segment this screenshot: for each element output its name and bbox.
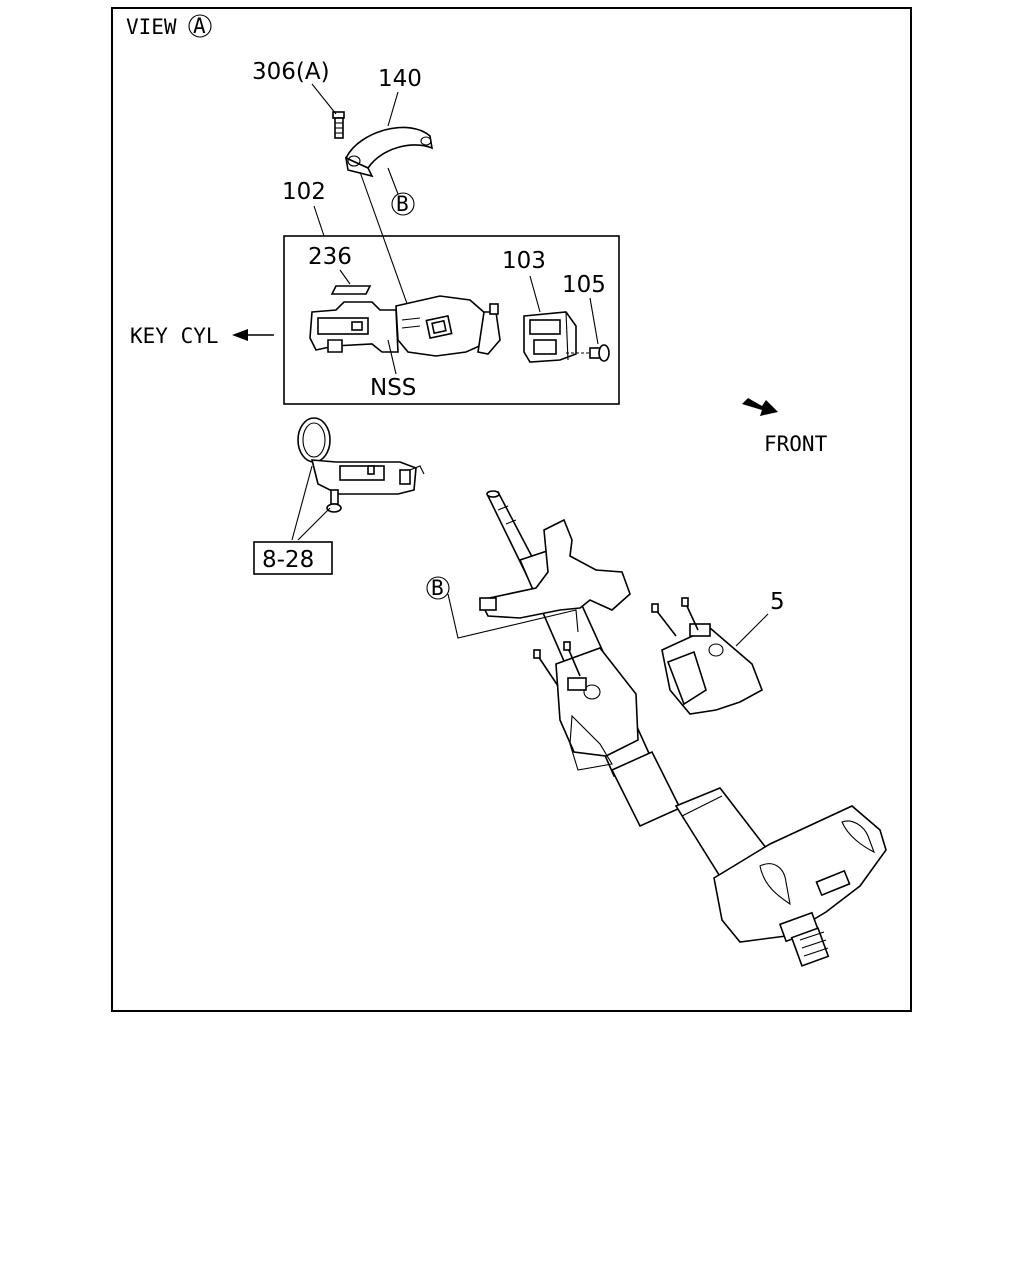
front-label: FRONT	[764, 432, 828, 456]
callout-306: 306(A)	[252, 59, 330, 85]
key-cylinder-assembly	[309, 295, 501, 357]
marker-b-column: B	[426, 576, 450, 600]
switch-103	[523, 311, 577, 363]
callout-103: 103	[502, 248, 546, 274]
clamp-140	[344, 126, 434, 178]
callout-box-8-28	[253, 541, 333, 575]
svg-text:B: B	[431, 576, 444, 600]
immobilizer-ring	[297, 417, 425, 495]
svg-text:B: B	[396, 192, 409, 216]
callout-5: 5	[770, 589, 785, 615]
svg-text:A: A	[193, 14, 206, 38]
steering-column-5	[478, 490, 887, 967]
callout-105: 105	[562, 272, 606, 298]
callout-140: 140	[378, 66, 422, 92]
callout-nss: NSS	[370, 375, 416, 401]
screw-105	[566, 344, 610, 362]
marker-b-top: B	[391, 192, 415, 216]
bolt-306	[332, 111, 345, 139]
assembly-box-102	[283, 235, 620, 405]
front-arrow-icon	[742, 398, 778, 416]
callout-102: 102	[282, 179, 326, 205]
diagram-frame	[111, 7, 912, 1012]
screw-8-28	[326, 489, 342, 513]
key-cyl-arrow	[232, 329, 274, 341]
callout-236: 236	[308, 244, 352, 270]
view-title: VIEW	[126, 15, 177, 39]
plate-236	[330, 285, 372, 295]
view-marker: A	[188, 14, 212, 38]
callout-8-28: 8-28	[262, 547, 314, 573]
key-cyl-label: KEY CYL	[130, 324, 219, 348]
